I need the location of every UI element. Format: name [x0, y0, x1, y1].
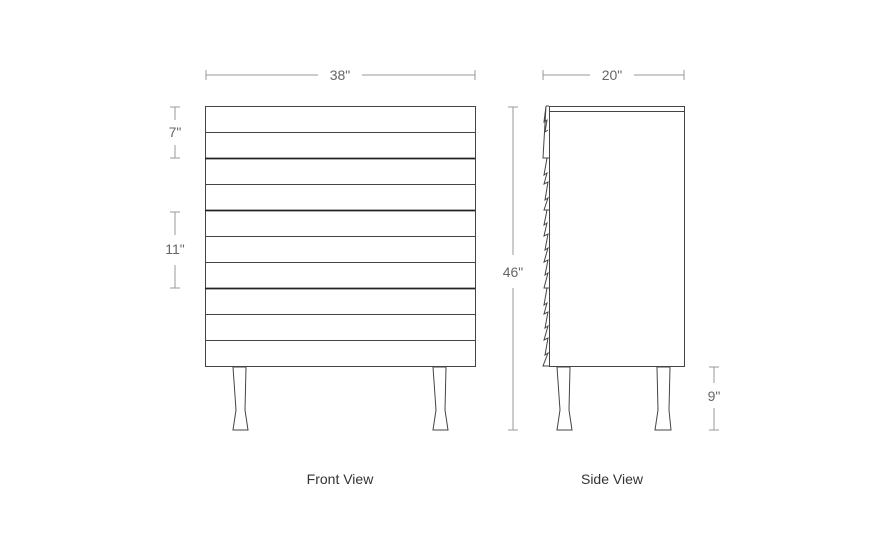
- front-view-label: Front View: [307, 471, 375, 487]
- dim-total-height: 46": [503, 106, 524, 431]
- front-right-leg: [432, 366, 449, 431]
- side-view: [542, 105, 685, 431]
- dim-side-depth: 20": [542, 67, 685, 83]
- dim-front-width: 38": [205, 67, 476, 83]
- side-front-leg: [556, 366, 573, 431]
- svg-text:9": 9": [708, 388, 721, 404]
- dim-small-drawer: 7": [169, 106, 182, 159]
- drawer-fronts-profile: [542, 105, 550, 367]
- svg-text:11": 11": [165, 241, 185, 257]
- svg-text:7": 7": [169, 124, 182, 140]
- svg-text:46": 46": [503, 264, 524, 280]
- side-view-label: Side View: [581, 471, 644, 487]
- side-body: [549, 106, 685, 367]
- dim-large-drawer: 11": [165, 211, 185, 289]
- front-left-leg: [232, 366, 249, 431]
- drawer-lines: [205, 132, 475, 341]
- svg-text:20": 20": [602, 67, 623, 83]
- dim-leg-height: 9": [708, 366, 721, 431]
- side-back-leg: [654, 366, 672, 431]
- front-view: [205, 106, 476, 431]
- svg-text:38": 38": [330, 67, 351, 83]
